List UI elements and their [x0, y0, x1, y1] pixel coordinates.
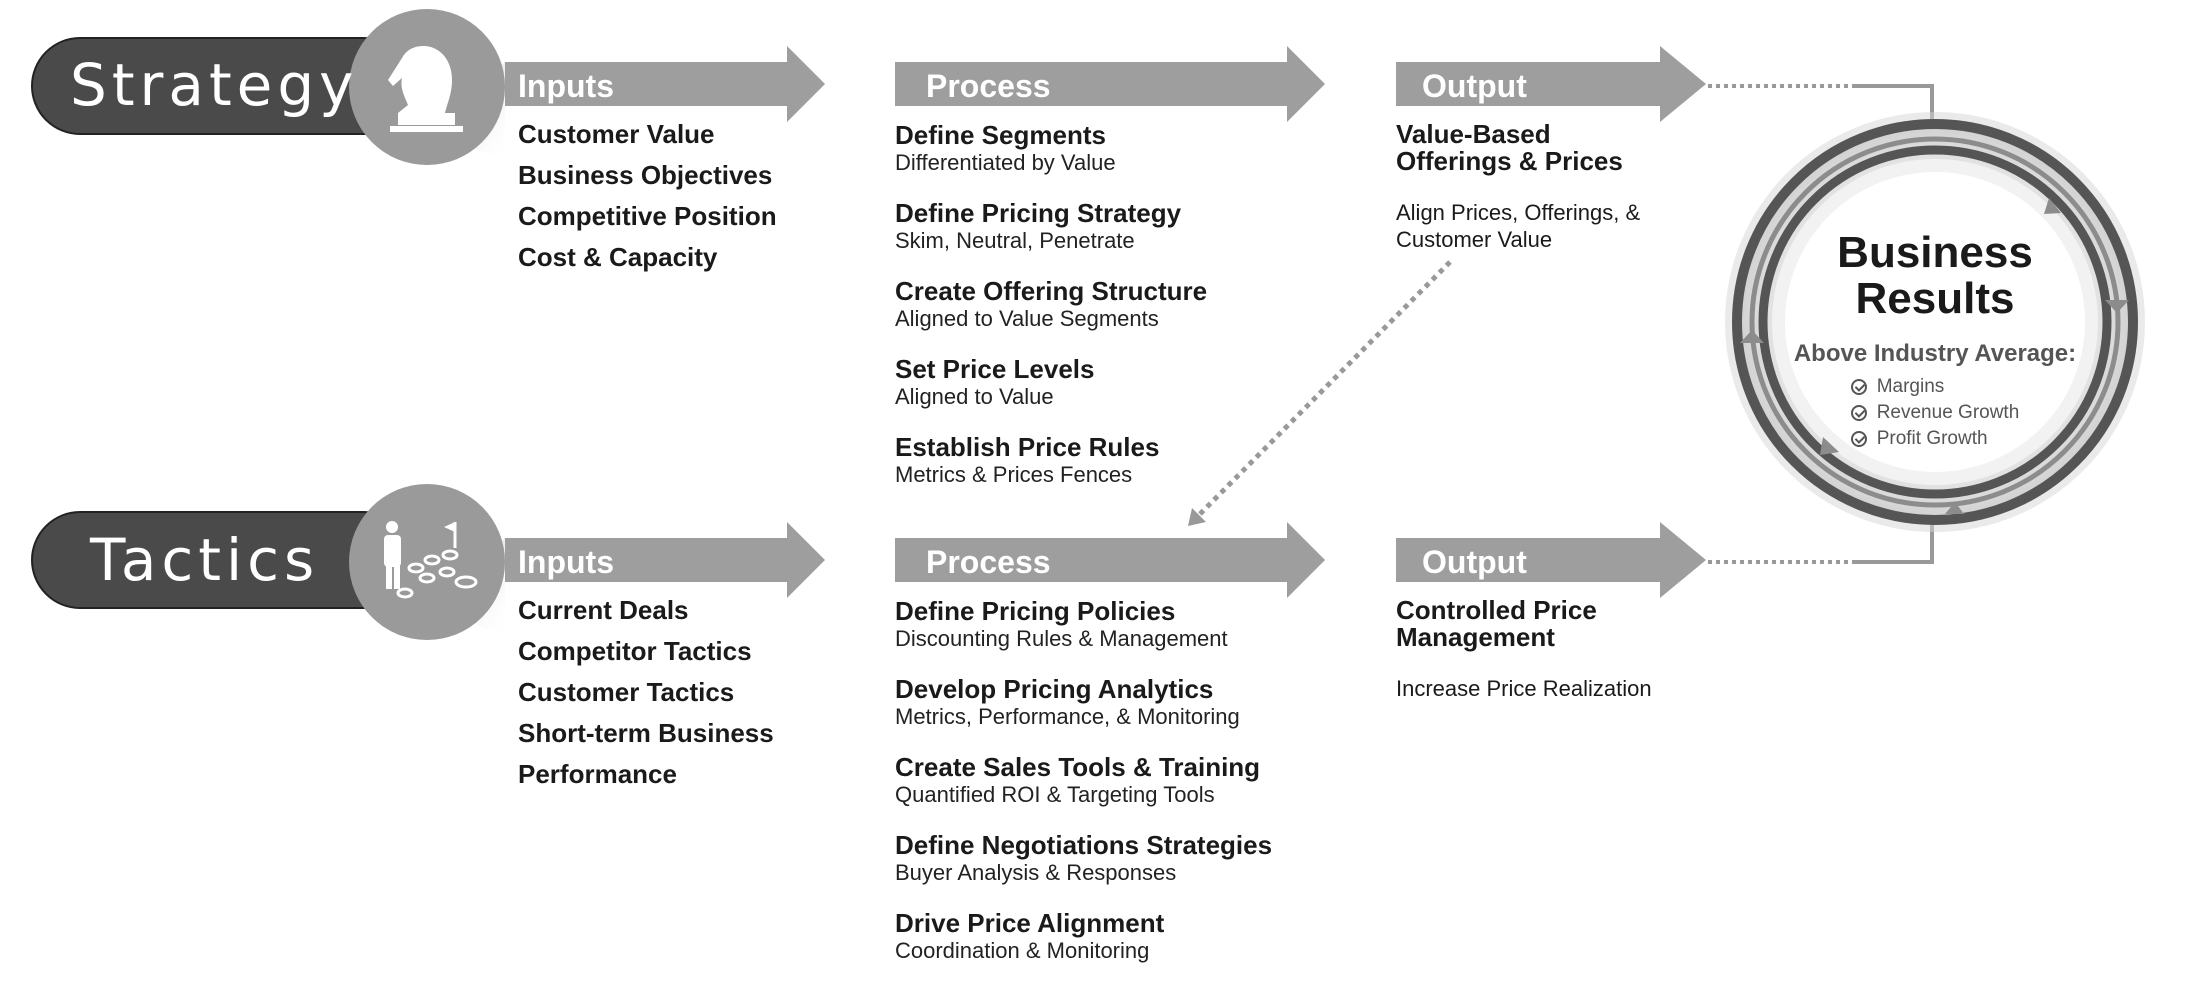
- list-item: Cost & Capacity: [518, 242, 718, 272]
- results-ring: [1725, 112, 2145, 532]
- tactics-process-arrow-body: [895, 538, 1287, 582]
- results-subtitle: Above Industry Average:: [1793, 340, 2077, 367]
- tactics-label: Tactics: [90, 526, 320, 594]
- process-title: Define Pricing Policies: [895, 596, 1176, 626]
- person-path-flag-icon: [384, 521, 478, 599]
- list-item: Margins: [1850, 374, 2020, 400]
- business-results: Business Results Above Industry Average:…: [1785, 230, 2085, 452]
- process-title: Define Pricing Strategy: [895, 198, 1182, 228]
- tactics-inputs-arrow-head: [787, 522, 825, 598]
- strategy-output-arrow-body: [1396, 62, 1660, 106]
- strategy-process-arrow-body: [895, 62, 1287, 106]
- result-item-label: Profit Growth: [1876, 428, 1988, 449]
- process-subtitle: Aligned to Value Segments: [895, 306, 1159, 331]
- tactics-inputs-arrow-body: [505, 538, 787, 582]
- strategy-inputs-label: Inputs: [518, 68, 614, 104]
- list-item: Customer Tactics: [518, 677, 735, 707]
- process-subtitle: Coordination & Monitoring: [895, 938, 1150, 963]
- dotted-arrow-head: [1188, 508, 1206, 526]
- tactics-output-arrow-head: [1660, 522, 1706, 598]
- process-title: Develop Pricing Analytics: [895, 674, 1214, 704]
- results-title: Business Results: [1837, 228, 2033, 323]
- result-item-label: Revenue Growth: [1876, 402, 2020, 423]
- list-item: Business Objectives: [518, 160, 773, 190]
- check-circle-icon: [1850, 379, 1867, 395]
- check-circle-icon: [1850, 405, 1867, 421]
- strategy-output-arrow-head: [1660, 46, 1706, 122]
- process-title: Set Price Levels: [895, 354, 1095, 384]
- tactics-output: Controlled Price Management Increase Pri…: [1396, 597, 1696, 702]
- strategy-inputs-arrow-body: [505, 62, 787, 106]
- strategy-label: Strategy: [70, 51, 359, 119]
- strategy-output: Value-Based Offerings & Prices Align Pri…: [1396, 121, 1666, 253]
- process-subtitle: Metrics & Prices Fences: [895, 462, 1133, 487]
- process-title: Establish Price Rules: [895, 432, 1160, 462]
- process-subtitle: Quantified ROI & Targeting Tools: [895, 782, 1215, 807]
- list-item: Short-term Business: [518, 718, 774, 748]
- process-subtitle: Differentiated by Value: [895, 150, 1116, 175]
- process-subtitle: Discounting Rules & Management: [895, 626, 1228, 651]
- tactics-output-arrow-body: [1396, 538, 1660, 582]
- strategy-inputs-list: Customer Value Business Objectives Compe…: [518, 114, 777, 278]
- process-subtitle: Aligned to Value: [895, 384, 1054, 409]
- list-item: Competitive Position: [518, 201, 777, 231]
- strategy-inputs-arrow-head: [787, 46, 825, 122]
- list-item: Profit Growth: [1850, 426, 2020, 452]
- result-item-label: Margins: [1876, 376, 1945, 397]
- strategy-process-arrow-head: [1287, 46, 1325, 122]
- process-title: Create Offering Structure: [895, 276, 1208, 306]
- chess-knight-icon: [388, 46, 463, 132]
- process-title: Define Segments: [895, 120, 1106, 150]
- strategy-process-label: Process: [926, 68, 1051, 104]
- output-subtitle: Align Prices, Offerings, & Customer Valu…: [1396, 200, 1641, 252]
- tactics-process-arrow-head: [1287, 522, 1325, 598]
- tactics-inputs-label: Inputs: [518, 544, 614, 580]
- process-title: Define Negotiations Strategies: [895, 830, 1273, 860]
- process-subtitle: Buyer Analysis & Responses: [895, 860, 1177, 885]
- tactics-inputs-list: Current Deals Competitor Tactics Custome…: [518, 590, 774, 795]
- tactics-process-label: Process: [926, 544, 1051, 580]
- tactics-output-label: Output: [1422, 544, 1527, 580]
- output-title: Value-Based Offerings & Prices: [1396, 119, 1623, 176]
- list-item: Competitor Tactics: [518, 636, 752, 666]
- process-subtitle: Metrics, Performance, & Monitoring: [895, 704, 1240, 729]
- output-title: Controlled Price Management: [1396, 595, 1597, 652]
- results-list: Margins Revenue Growth Profit Growth: [1850, 374, 2020, 452]
- list-item: Current Deals: [518, 595, 689, 625]
- list-item: Performance: [518, 759, 677, 789]
- process-subtitle: Skim, Neutral, Penetrate: [895, 228, 1135, 253]
- output-subtitle: Increase Price Realization: [1396, 676, 1652, 701]
- process-title: Drive Price Alignment: [895, 908, 1165, 938]
- tactics-to-results-connector: [1856, 520, 1934, 564]
- process-title: Create Sales Tools & Training: [895, 752, 1261, 782]
- check-circle-icon: [1850, 431, 1867, 447]
- list-item: Customer Value: [518, 119, 715, 149]
- list-item: Revenue Growth: [1850, 400, 2020, 426]
- strategy-output-label: Output: [1422, 68, 1527, 104]
